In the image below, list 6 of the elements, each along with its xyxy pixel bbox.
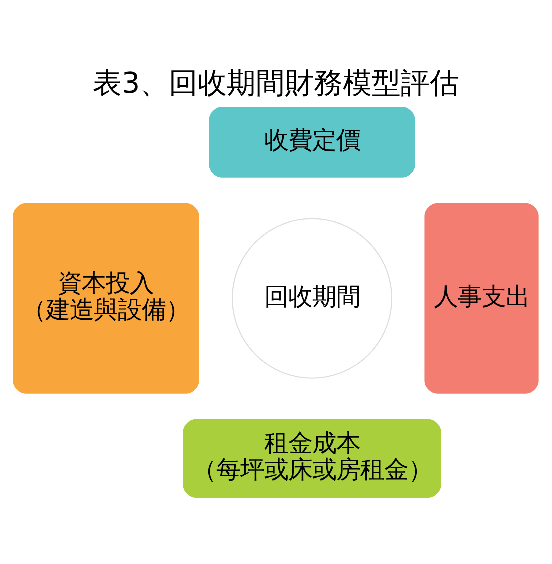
node-circle: 回收期間 [232,218,393,379]
node-box: 資本投入 （建造與設備） [12,202,200,395]
node-box: 收費定價 [208,106,416,179]
node-box: 租金成本 （每坪或床或房租金） [182,418,442,500]
node-box: 人事支出 [424,202,540,395]
diagram-title: 表3、回收期間財務模型評估 [92,66,460,100]
